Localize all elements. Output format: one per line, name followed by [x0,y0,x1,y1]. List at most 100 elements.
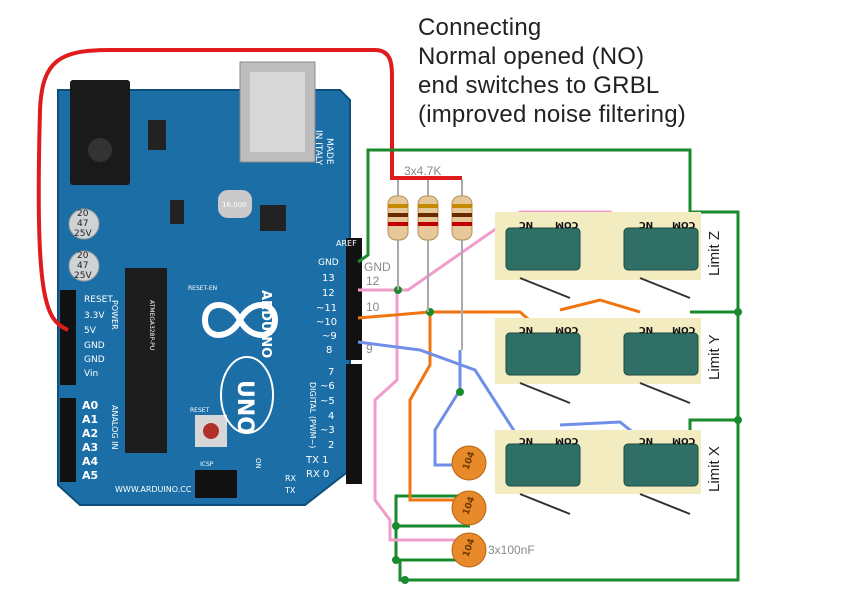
switch-y2 [623,332,699,376]
pin-label-a4: A4 [82,455,99,468]
pin-label-a1: A1 [82,413,99,426]
limit-x-label: Limit X [706,446,723,492]
junction-dot [734,308,742,316]
crystal [218,190,252,218]
reset-en-label: RESET-EN [188,285,217,292]
switch-z1-com: COM [555,219,579,229]
aref-label: AREF [336,239,357,248]
pin-label-9: ~9 [322,331,337,342]
switch-x2 [623,443,699,487]
rx-label: RX [285,474,297,483]
junction-dot [401,576,409,584]
brand-label: ARDUINO [258,290,273,358]
analog-header [60,398,76,482]
title-line-1: Connecting [418,14,542,41]
capacitor-label: 3x100nF [488,543,535,557]
icsp-header [195,470,237,498]
switch-z2 [623,227,699,271]
made-in-label-2: IN ITALY [313,130,323,166]
tx-label: TX [285,486,296,495]
switch-y1 [505,332,581,376]
pin-label-gnd1: GND [84,341,105,351]
model-label: UNO [232,380,257,435]
cap-label-47: 47 [77,219,89,229]
pin-label-gnd: GND [318,258,339,268]
website-label: WWW.ARDUINO.CC [115,485,192,494]
junction-dot [456,388,464,396]
digital-header-bottom [346,364,362,484]
cap-label-47b: 47 [77,261,89,271]
arduino-logo-icon [201,302,279,338]
switch-z1-nc: NC [519,219,534,229]
reset-label: RESET [190,407,210,414]
switch-x1 [505,443,581,487]
capacitor-1 [451,445,487,481]
wire-10-label: 10 [366,300,380,314]
pin-label-6: ~6 [320,381,335,392]
pin-label-a0: A0 [82,399,99,412]
pin-label-12: 12 [322,288,335,299]
resistor-2 [417,195,439,241]
title-line-4: (improved noise filtering) [418,101,686,128]
switch-y2-com: COM [672,324,696,334]
power-jack [70,80,130,185]
resistors [387,180,473,350]
pin-label-reset: RESET [84,295,113,305]
resistor-1 [387,195,409,241]
pin-label-gnd2: GND [84,355,105,365]
junction-dot [734,416,742,424]
switch-y2-nc: NC [639,324,654,334]
pin-label-2: 2 [328,440,335,451]
wire-9-label: 9 [366,342,373,356]
pin-label-3v3: 3.3V [84,311,105,321]
digital-header-top [346,238,362,360]
pin-label-13: 13 [322,273,335,284]
switch-z1 [505,227,581,271]
switch-y1-com: COM [555,324,579,334]
title-line-2: Normal opened (NO) [418,43,645,70]
pin-label-tx1: TX 1 [306,455,329,466]
green-gnd-wire [357,148,740,582]
limit-y-label: Limit Y [706,334,723,380]
red-5v-wire [36,48,462,332]
power-header [60,290,76,385]
wire-gnd-label: GND [364,260,391,274]
crystal-label: 16.000 [222,201,247,209]
power-label: POWER [110,300,119,330]
wire-12-label: 12 [366,274,380,288]
junction-dot [392,556,400,564]
pin-label-a2: A2 [82,427,99,440]
capacitor-2 [451,490,487,526]
uno-logo-outline [220,356,274,434]
cap-label-25vb: 25V [74,271,92,281]
pin-label-vin: Vin [84,369,99,379]
pin-label-11: ~11 [316,303,338,314]
capacitors [451,445,487,568]
chip-label: ATMEGA328P-PU [148,300,155,350]
limit-z-label: Limit Z [706,231,723,276]
pin-label-rx0: RX 0 [306,469,330,480]
cap-label-20b: 20 [77,251,89,261]
title-line-3: end switches to GRBL [418,72,660,99]
pin-label-a5: A5 [82,469,99,482]
pin-label-10: ~10 [316,317,338,328]
pin-label-4: 4 [328,411,335,422]
capacitor-3 [451,532,487,568]
icsp-label: ICSP [200,461,214,468]
resistor-label: 3x4.7K [404,164,442,178]
pin-label-3: ~3 [320,425,335,436]
switch-x2-com: COM [672,435,696,445]
digital-label: DIGITAL (PWM~) [308,382,317,448]
electrolytic-cap [68,250,100,282]
atmega-chip [125,268,167,453]
arduino-board [57,61,362,506]
switch-x1-com: COM [555,435,579,445]
pin-label-5: ~5 [320,396,335,407]
switch-y1-nc: NC [519,324,534,334]
cap-label-20: 20 [77,209,89,219]
analog-label: ANALOG IN [110,405,119,450]
pin-label-a3: A3 [82,441,99,454]
made-in-label-1: MADE [324,138,334,165]
